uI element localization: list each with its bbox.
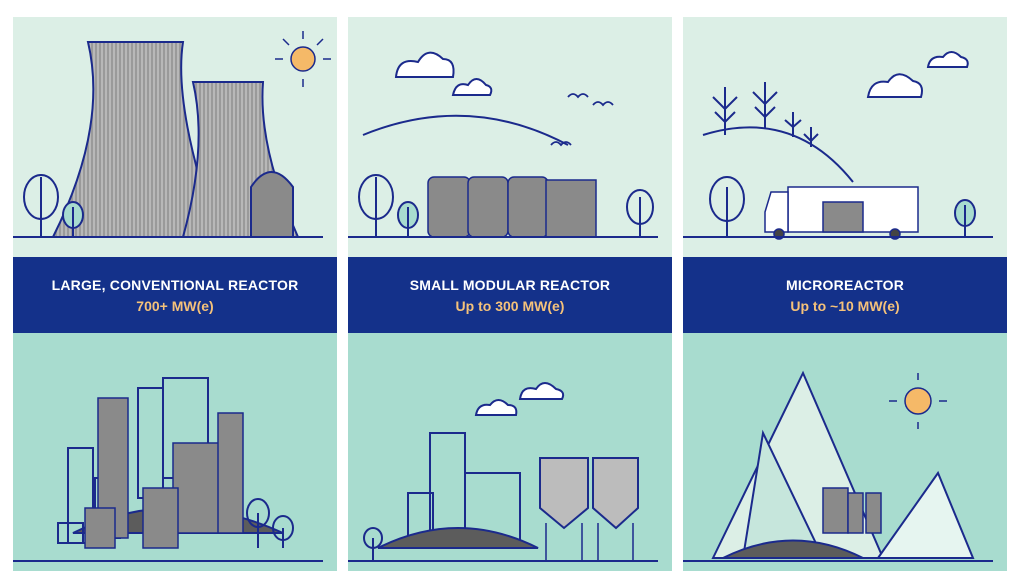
top-illustration [683,17,1007,257]
bottom-illustration [13,333,337,571]
panel-small-modular-reactor: SMALL MODULAR REACTOR Up to 300 MW(e) [348,17,672,571]
reactor-type-title: LARGE, CONVENTIONAL REACTOR [51,277,299,293]
cloud-icon [866,51,969,98]
building-icon [407,432,521,544]
silo-icon [539,457,639,530]
tree-icon [358,174,654,237]
tree-icon [363,527,383,561]
cloud-icon [474,382,565,416]
reactor-capacity: Up to ~10 MW(e) [790,298,900,314]
reactor-capacity: Up to 300 MW(e) [455,298,565,314]
bird-icon [550,93,614,147]
top-illustration [348,17,672,257]
panel-large-reactor: LARGE, CONVENTIONAL REACTOR 700+ MW(e) [13,17,337,571]
city-scene [13,377,323,562]
facility-icon [822,487,882,534]
industrial-scene [348,382,658,562]
bottom-illustration [348,333,672,571]
microreactor-scene [683,51,993,240]
reactor-type-title: MICROREACTOR [785,277,905,293]
cloud-icon [394,51,493,96]
tree-icon [709,82,976,237]
bottom-illustration [683,333,1007,571]
reactor-label-band: SMALL MODULAR REACTOR Up to 300 MW(e) [348,257,672,333]
reactor-capacity: 700+ MW(e) [136,298,214,314]
reactor-type-title: SMALL MODULAR REACTOR [409,277,611,293]
large-reactor-scene [13,31,331,238]
mountain-scene [683,370,993,562]
sun-icon [904,387,932,415]
smr-scene [348,51,658,238]
sun-icon [290,46,316,72]
tree-icon [246,498,294,548]
tree-icon [23,174,84,237]
panel-microreactor: MICROREACTOR Up to ~10 MW(e) [683,17,1007,571]
top-illustration [13,17,337,257]
reactor-label-band: MICROREACTOR Up to ~10 MW(e) [683,257,1007,333]
truck-icon [764,186,919,240]
reactor-label-band: LARGE, CONVENTIONAL REACTOR 700+ MW(e) [13,257,337,333]
